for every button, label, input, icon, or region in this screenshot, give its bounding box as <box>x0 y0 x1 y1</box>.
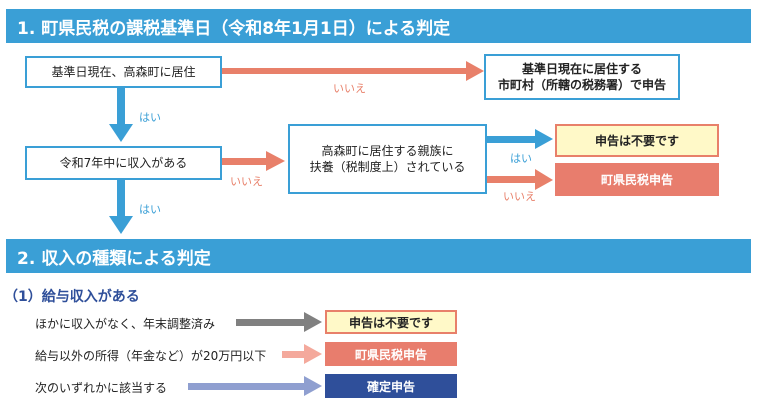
section-1-title: 1. 町県民税の課税基準日（令和8年1月1日）による判定 <box>17 18 451 39</box>
question-dependent-line1: 高森町に居住する親族に <box>321 144 454 158</box>
question-income-text: 令和7年中に収入がある <box>59 156 188 170</box>
section-2-header: 2. 収入の種類による判定 <box>6 239 751 273</box>
question-residence-text: 基準日現在、高森町に居住 <box>51 65 196 79</box>
question-dependent-box: 高森町に居住する親族に 扶養（税制度上）されている <box>288 124 487 194</box>
question-residence-box: 基準日現在、高森町に居住 <box>25 56 222 88</box>
salary-heading: （1）給与収入がある <box>4 289 140 305</box>
arrow-q1-yes <box>109 88 133 142</box>
salary-row-1-result-text: 申告は不要です <box>348 315 433 330</box>
arrow-salary-row-2 <box>282 344 322 364</box>
section-1-header: 1. 町県民税の課税基準日（令和8年1月1日）による判定 <box>6 9 751 43</box>
salary-row-2-result-text: 町県民税申告 <box>354 347 427 362</box>
question-income-box: 令和7年中に収入がある <box>25 146 222 180</box>
salary-row-1-condition: ほかに収入がなく、年末調整済み <box>35 317 216 331</box>
arrow-q3-no <box>487 169 553 190</box>
section-2-title: 2. 収入の種類による判定 <box>17 248 211 269</box>
salary-row-1-result: 申告は不要です <box>325 310 457 334</box>
salary-row-2-result: 町県民税申告 <box>325 342 457 366</box>
arrow-q1-no <box>222 61 484 81</box>
result-town-tax-box: 町県民税申告 <box>555 163 719 196</box>
result-not-needed-box: 申告は不要です <box>555 124 719 157</box>
label-q1-no: いいえ <box>333 82 366 95</box>
salary-row-3-condition: 次のいずれかに該当する <box>35 381 168 395</box>
label-q3-no: いいえ <box>503 190 536 203</box>
label-q1-yes: はい <box>139 111 161 124</box>
salary-row-2-condition: 給与以外の所得（年金など）が20万円以下 <box>35 349 267 363</box>
question-dependent-line2: 扶養（税制度上）されている <box>309 160 466 174</box>
salary-row-3-result: 確定申告 <box>325 374 457 398</box>
result-other-municipality-line2: 市町村（所轄の税務署）で申告 <box>497 78 666 92</box>
arrow-q2-yes <box>109 180 133 234</box>
result-other-municipality-box: 基準日現在に居住する 市町村（所轄の税務署）で申告 <box>484 54 680 100</box>
arrow-salary-row-1 <box>236 312 322 332</box>
label-q2-no: いいえ <box>230 175 263 188</box>
label-q2-yes: はい <box>139 203 161 216</box>
arrow-salary-row-3 <box>188 376 322 396</box>
result-other-municipality-line1: 基準日現在に居住する <box>521 62 642 76</box>
result-town-tax-text: 町県民税申告 <box>600 173 673 187</box>
arrow-q2-no <box>222 151 285 171</box>
salary-row-3-result-text: 確定申告 <box>366 379 415 394</box>
arrow-q3-yes <box>487 129 553 149</box>
result-not-needed-text: 申告は不要です <box>594 134 679 148</box>
label-q3-yes: はい <box>510 152 532 165</box>
